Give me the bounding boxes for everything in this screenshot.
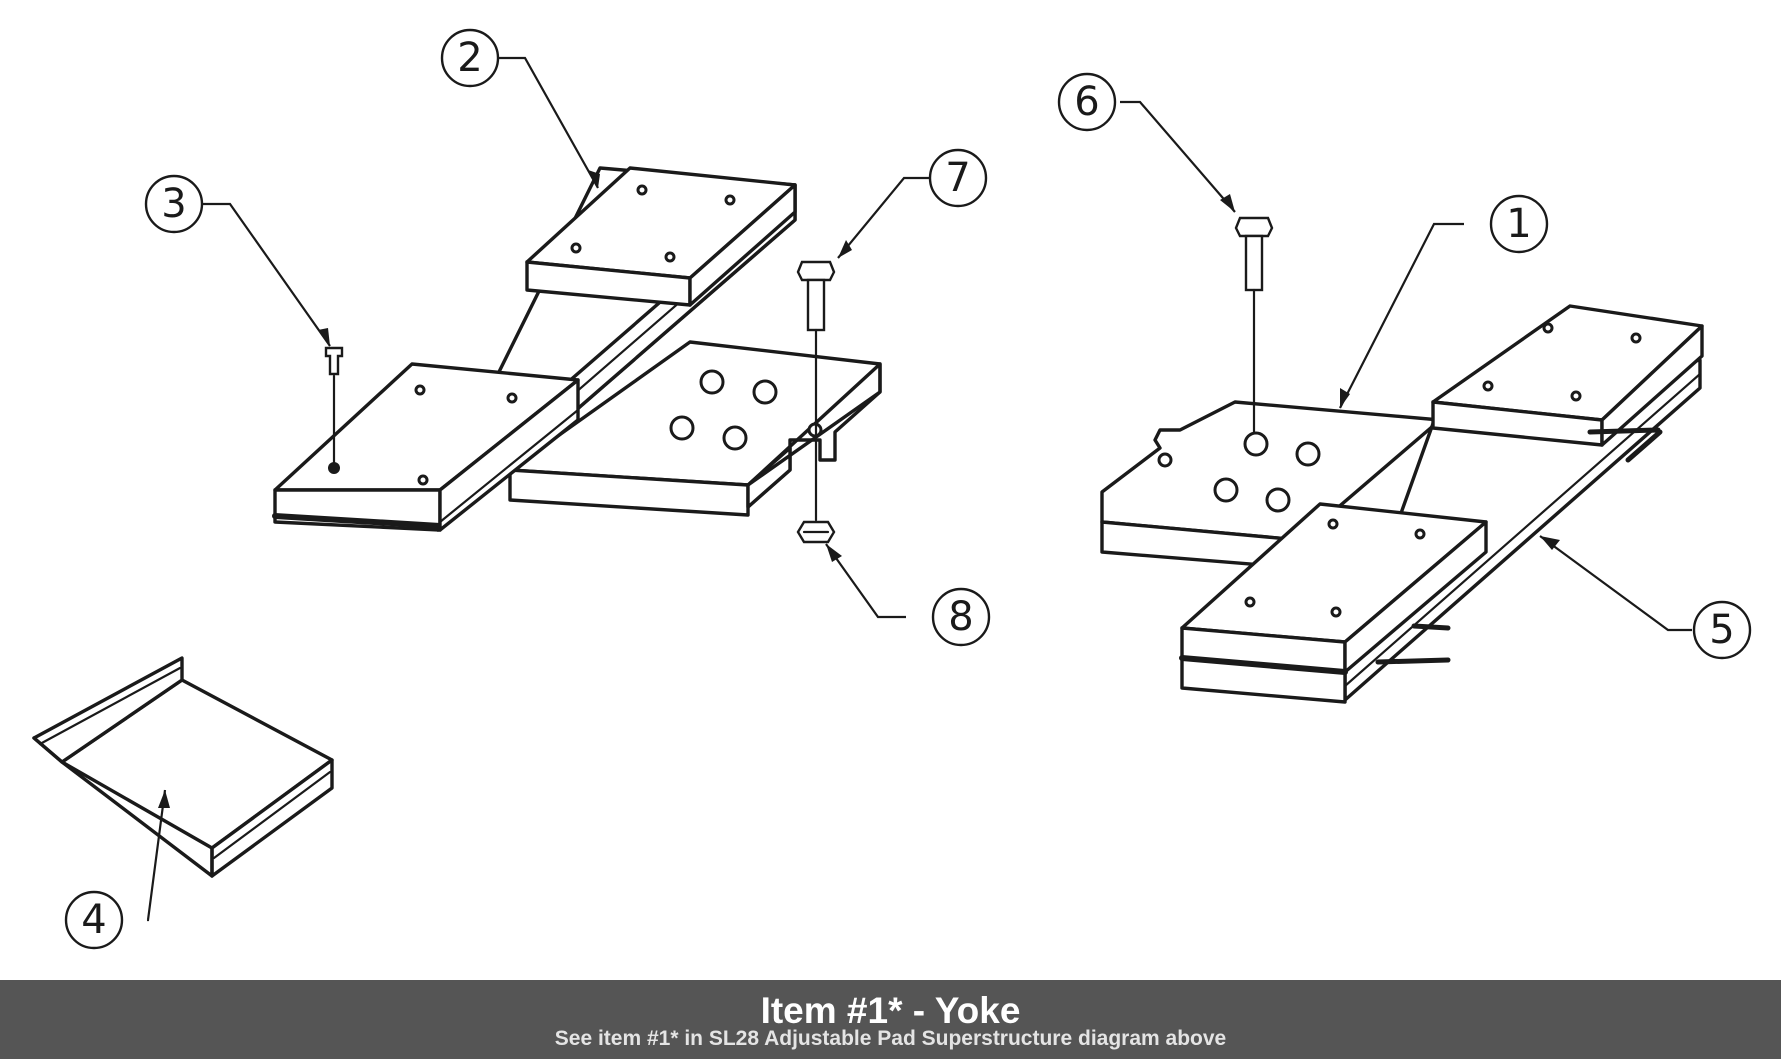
svg-text:1: 1 (1506, 201, 1531, 247)
left-yoke-assembly (272, 166, 882, 544)
caption-title: Item #1* - Yoke (760, 990, 1021, 1031)
svg-text:2: 2 (457, 35, 482, 81)
diagram-canvas: 1 2 3 4 5 6 7 8 (32, 28, 1752, 950)
svg-text:7: 7 (945, 155, 970, 201)
nut-part-8 (796, 520, 836, 544)
tray-part-4 (32, 656, 334, 878)
svg-text:4: 4 (81, 897, 106, 943)
right-yoke-assembly (1100, 216, 1704, 704)
callout-5: 5 (1692, 600, 1752, 660)
bolt-part-7 (796, 260, 836, 522)
left-lower-pad-block (272, 362, 580, 532)
svg-text:6: 6 (1074, 79, 1099, 125)
caption-bar: Item #1* - Yoke See item #1* in SL28 Adj… (0, 980, 1781, 1059)
callout-8: 8 (931, 587, 991, 647)
svg-text:8: 8 (948, 594, 973, 640)
left-upper-pad-block (525, 166, 797, 307)
callout-3: 3 (144, 174, 204, 234)
leader-lines (146, 56, 1692, 922)
right-upper-pad-block (1431, 304, 1704, 463)
callout-6: 6 (1057, 72, 1117, 132)
screw-part-3 (324, 346, 344, 470)
caption-subtitle: See item #1* in SL28 Adjustable Pad Supe… (554, 1027, 1227, 1050)
callout-1: 1 (1489, 194, 1549, 254)
callout-2: 2 (440, 28, 500, 88)
svg-text:5: 5 (1709, 607, 1734, 653)
callout-7: 7 (928, 148, 988, 208)
bolt-part-6 (1234, 216, 1274, 434)
right-lower-pad-block (1179, 502, 1488, 704)
svg-text:3: 3 (161, 181, 186, 227)
callout-4: 4 (64, 890, 124, 950)
exploded-parts-diagram: 1 2 3 4 5 6 7 8 (32, 28, 1752, 950)
